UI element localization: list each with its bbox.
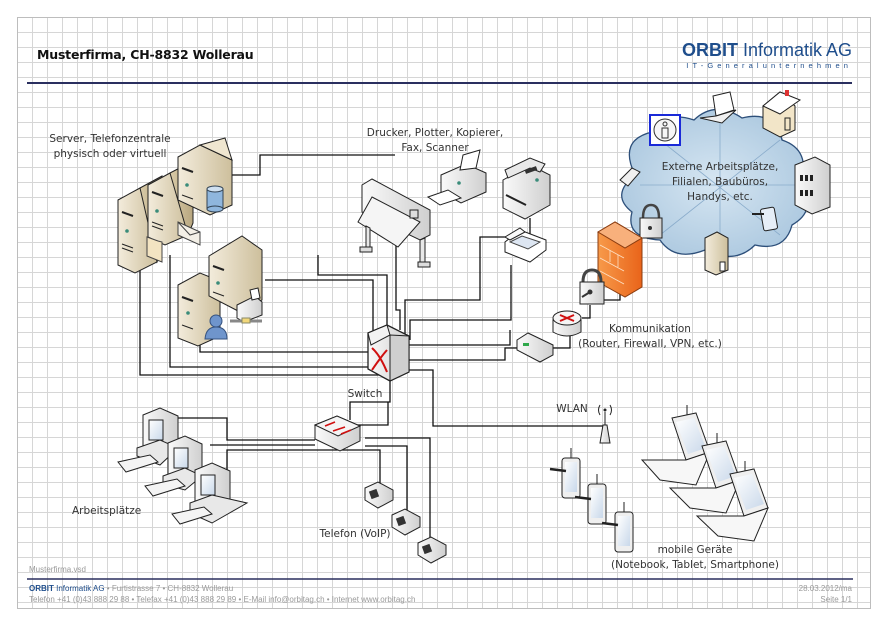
footer-address-line: ORBIT Informatik AG • Furtistrasse 7 • C… bbox=[29, 584, 233, 593]
link-switch2-top bbox=[345, 402, 389, 426]
footer-page: Seite 1/1 bbox=[820, 595, 852, 604]
label-external-line3: Handys, etc. bbox=[687, 191, 753, 203]
notebook-icon bbox=[695, 461, 769, 542]
logo-tagline: IT-Generalunternehmen bbox=[686, 61, 852, 70]
link-plotter bbox=[317, 255, 388, 325]
link-server-e bbox=[199, 340, 370, 353]
label-mobile: mobile Geräte (Notebook, Tablet, Smartph… bbox=[605, 543, 785, 573]
label-printers: Drucker, Plotter, Kopierer, Fax, Scanner bbox=[355, 126, 515, 156]
label-workstations: Arbeitsplätze bbox=[72, 505, 142, 517]
link-wlan bbox=[405, 369, 603, 427]
scanner-icon bbox=[504, 227, 547, 263]
link-printer bbox=[395, 240, 401, 330]
tablet-icon bbox=[574, 474, 607, 525]
label-phones: Telefon (VoIP) bbox=[319, 528, 391, 540]
link-router-lock bbox=[582, 305, 591, 319]
workstation-icon bbox=[144, 435, 203, 497]
home-office-icon bbox=[762, 90, 802, 138]
label-external-line2: Filialen, Baubüros, bbox=[671, 176, 769, 188]
lock-icon bbox=[579, 268, 605, 305]
label-printers-line2: Fax, Scanner bbox=[401, 142, 469, 154]
tablet-icon bbox=[549, 448, 581, 499]
link-modem bbox=[405, 347, 518, 361]
modem-icon bbox=[516, 332, 554, 363]
user-icon bbox=[204, 314, 228, 340]
label-communication-line1: Kommunikation bbox=[609, 323, 691, 335]
label-wlan: WLAN bbox=[556, 403, 588, 415]
label-external-line1: Externe Arbeitsplätze, bbox=[661, 161, 779, 173]
printer-icon bbox=[426, 149, 487, 206]
footer-contact: Telefon +41 (0)43 888 29 88 • Telefax +4… bbox=[29, 595, 416, 604]
cellphone-icon bbox=[619, 167, 641, 187]
page-title: Musterfirma, CH-8832 Wollerau bbox=[37, 47, 254, 62]
footer-company-rest: Informatik AG bbox=[53, 584, 105, 593]
link-ws-3 bbox=[226, 449, 345, 475]
voip-phone-icon bbox=[391, 508, 421, 536]
notebook-icon bbox=[640, 405, 711, 486]
tablet-icon bbox=[752, 206, 778, 232]
link-server-c bbox=[212, 154, 395, 176]
link-server-a bbox=[139, 260, 395, 376]
label-servers-line2: physisch oder virtuell bbox=[53, 148, 167, 160]
access-switch-icon bbox=[313, 415, 362, 452]
plotter-icon bbox=[357, 178, 431, 268]
branch-office-icon bbox=[794, 156, 831, 215]
firewall-icon bbox=[597, 221, 643, 298]
database-icon bbox=[206, 185, 224, 213]
voip-phone-icon bbox=[417, 536, 447, 564]
company-logo: ORBIT Informatik AG IT-Generalunternehme… bbox=[682, 40, 852, 70]
header-rule bbox=[27, 82, 852, 84]
link-server-d bbox=[265, 279, 374, 345]
network-bus-icon bbox=[230, 317, 262, 324]
core-switch-icon bbox=[367, 324, 410, 382]
server-rack-icon bbox=[117, 137, 233, 274]
server-icon bbox=[177, 137, 233, 216]
print-server-icon bbox=[236, 287, 263, 323]
link-phone-2 bbox=[365, 445, 408, 510]
link-server-b bbox=[169, 255, 390, 368]
vpn-lock-icon bbox=[639, 203, 663, 239]
server-icon bbox=[208, 235, 263, 313]
logo-brand-rest: Informatik AG bbox=[737, 40, 852, 60]
footer-filename: Musterfirma.vsd bbox=[29, 565, 86, 574]
wlan-access-point-icon bbox=[598, 404, 612, 444]
logo-brand-bold: ORBIT bbox=[681, 40, 738, 60]
info-icon bbox=[649, 114, 681, 146]
laptop-icon bbox=[699, 91, 737, 124]
tablet-icon bbox=[601, 502, 634, 553]
label-switch: Switch bbox=[347, 388, 383, 400]
link-scanner bbox=[409, 265, 512, 340]
label-external: Externe Arbeitsplätze, Filialen, Baubüro… bbox=[650, 160, 790, 205]
label-servers-line1: Server, Telefonzentrale bbox=[49, 133, 171, 145]
link-modem-router bbox=[553, 335, 571, 349]
server-pair-icon bbox=[177, 235, 263, 347]
voip-phone-icon bbox=[364, 481, 394, 509]
label-communication: Kommunikation (Router, Firewall, VPN, et… bbox=[570, 322, 730, 352]
workstation-icon bbox=[171, 462, 249, 525]
link-switch-switch2 bbox=[349, 378, 391, 420]
link-phone-1 bbox=[345, 449, 381, 483]
label-mobile-line1: mobile Geräte bbox=[657, 544, 733, 556]
link-switch-top bbox=[405, 330, 511, 346]
mail-icon bbox=[177, 221, 201, 246]
footer-company-bold: ORBIT bbox=[29, 584, 54, 593]
remote-server-icon bbox=[704, 231, 729, 276]
label-servers: Server, Telefonzentrale physisch oder vi… bbox=[35, 132, 185, 162]
footer-date: 28.03.2012/ma bbox=[798, 584, 852, 593]
router-icon bbox=[552, 310, 582, 337]
copier-icon bbox=[502, 157, 551, 220]
link-phone-3 bbox=[365, 437, 431, 540]
footer-address: • Furtistrasse 7 • CH-8832 Wollerau bbox=[104, 584, 234, 593]
label-printers-line1: Drucker, Plotter, Kopierer, bbox=[366, 127, 504, 139]
label-communication-line2: (Router, Firewall, VPN, etc.) bbox=[578, 338, 722, 350]
folder-icon bbox=[146, 236, 163, 263]
link-ws-1 bbox=[175, 417, 315, 441]
label-mobile-line2: (Notebook, Tablet, Smartphone) bbox=[611, 559, 779, 571]
